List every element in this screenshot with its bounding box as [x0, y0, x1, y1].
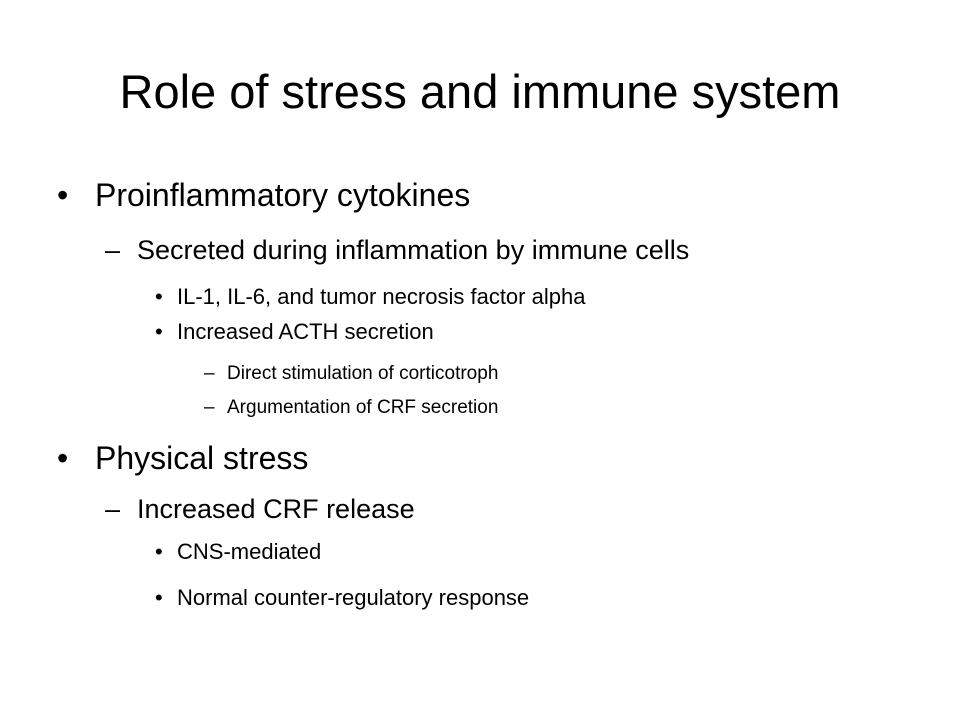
bullet-level4-argumentation-crf: – Argumentation of CRF secretion	[204, 396, 499, 420]
bullet-text: Direct stimulation of corticotroph	[227, 363, 499, 384]
bullet-marker: •	[155, 539, 163, 564]
bullet-text: Increased ACTH secretion	[177, 319, 434, 344]
dash-marker: –	[105, 235, 121, 265]
bullet-text: CNS-mediated	[177, 539, 322, 564]
slide-title: Role of stress and immune system	[119, 65, 841, 118]
bullet-marker: •	[155, 585, 163, 610]
bullet-text: Normal counter-regulatory response	[177, 585, 530, 610]
dash-marker: –	[204, 397, 215, 418]
bullet-level3-increased-acth: • Increased ACTH secretion	[155, 318, 434, 346]
bullet-text: IL-1, IL-6, and tumor necrosis factor al…	[177, 284, 586, 309]
bullet-level3-il-cytokines: • IL-1, IL-6, and tumor necrosis factor …	[155, 283, 586, 311]
bullet-level1-physical-stress: • Physical stress	[57, 438, 309, 478]
bullet-text: Argumentation of CRF secretion	[227, 397, 499, 418]
bullet-level3-cns-mediated: • CNS-mediated	[155, 538, 322, 566]
dash-marker: –	[204, 363, 215, 384]
dash-marker: –	[105, 494, 121, 524]
bullet-level2-secreted-during-inflammation: – Secreted during inflammation by immune…	[105, 233, 690, 267]
bullet-marker: •	[57, 440, 69, 476]
bullet-text: Secreted during inflammation by immune c…	[137, 235, 690, 265]
bullet-marker: •	[155, 319, 163, 344]
bullet-level1-proinflammatory-cytokines: • Proinflammatory cytokines	[57, 175, 471, 215]
bullet-text: Physical stress	[95, 440, 309, 476]
bullet-marker: •	[57, 177, 69, 213]
bullet-text: Proinflammatory cytokines	[95, 177, 471, 213]
bullet-level3-counter-regulatory-response: • Normal counter-regulatory response	[155, 584, 530, 612]
bullet-level4-direct-stimulation: – Direct stimulation of corticotroph	[204, 362, 499, 386]
bullet-marker: •	[155, 284, 163, 309]
bullet-level2-increased-crf-release: – Increased CRF release	[105, 492, 415, 526]
bullet-text: Increased CRF release	[137, 494, 415, 524]
